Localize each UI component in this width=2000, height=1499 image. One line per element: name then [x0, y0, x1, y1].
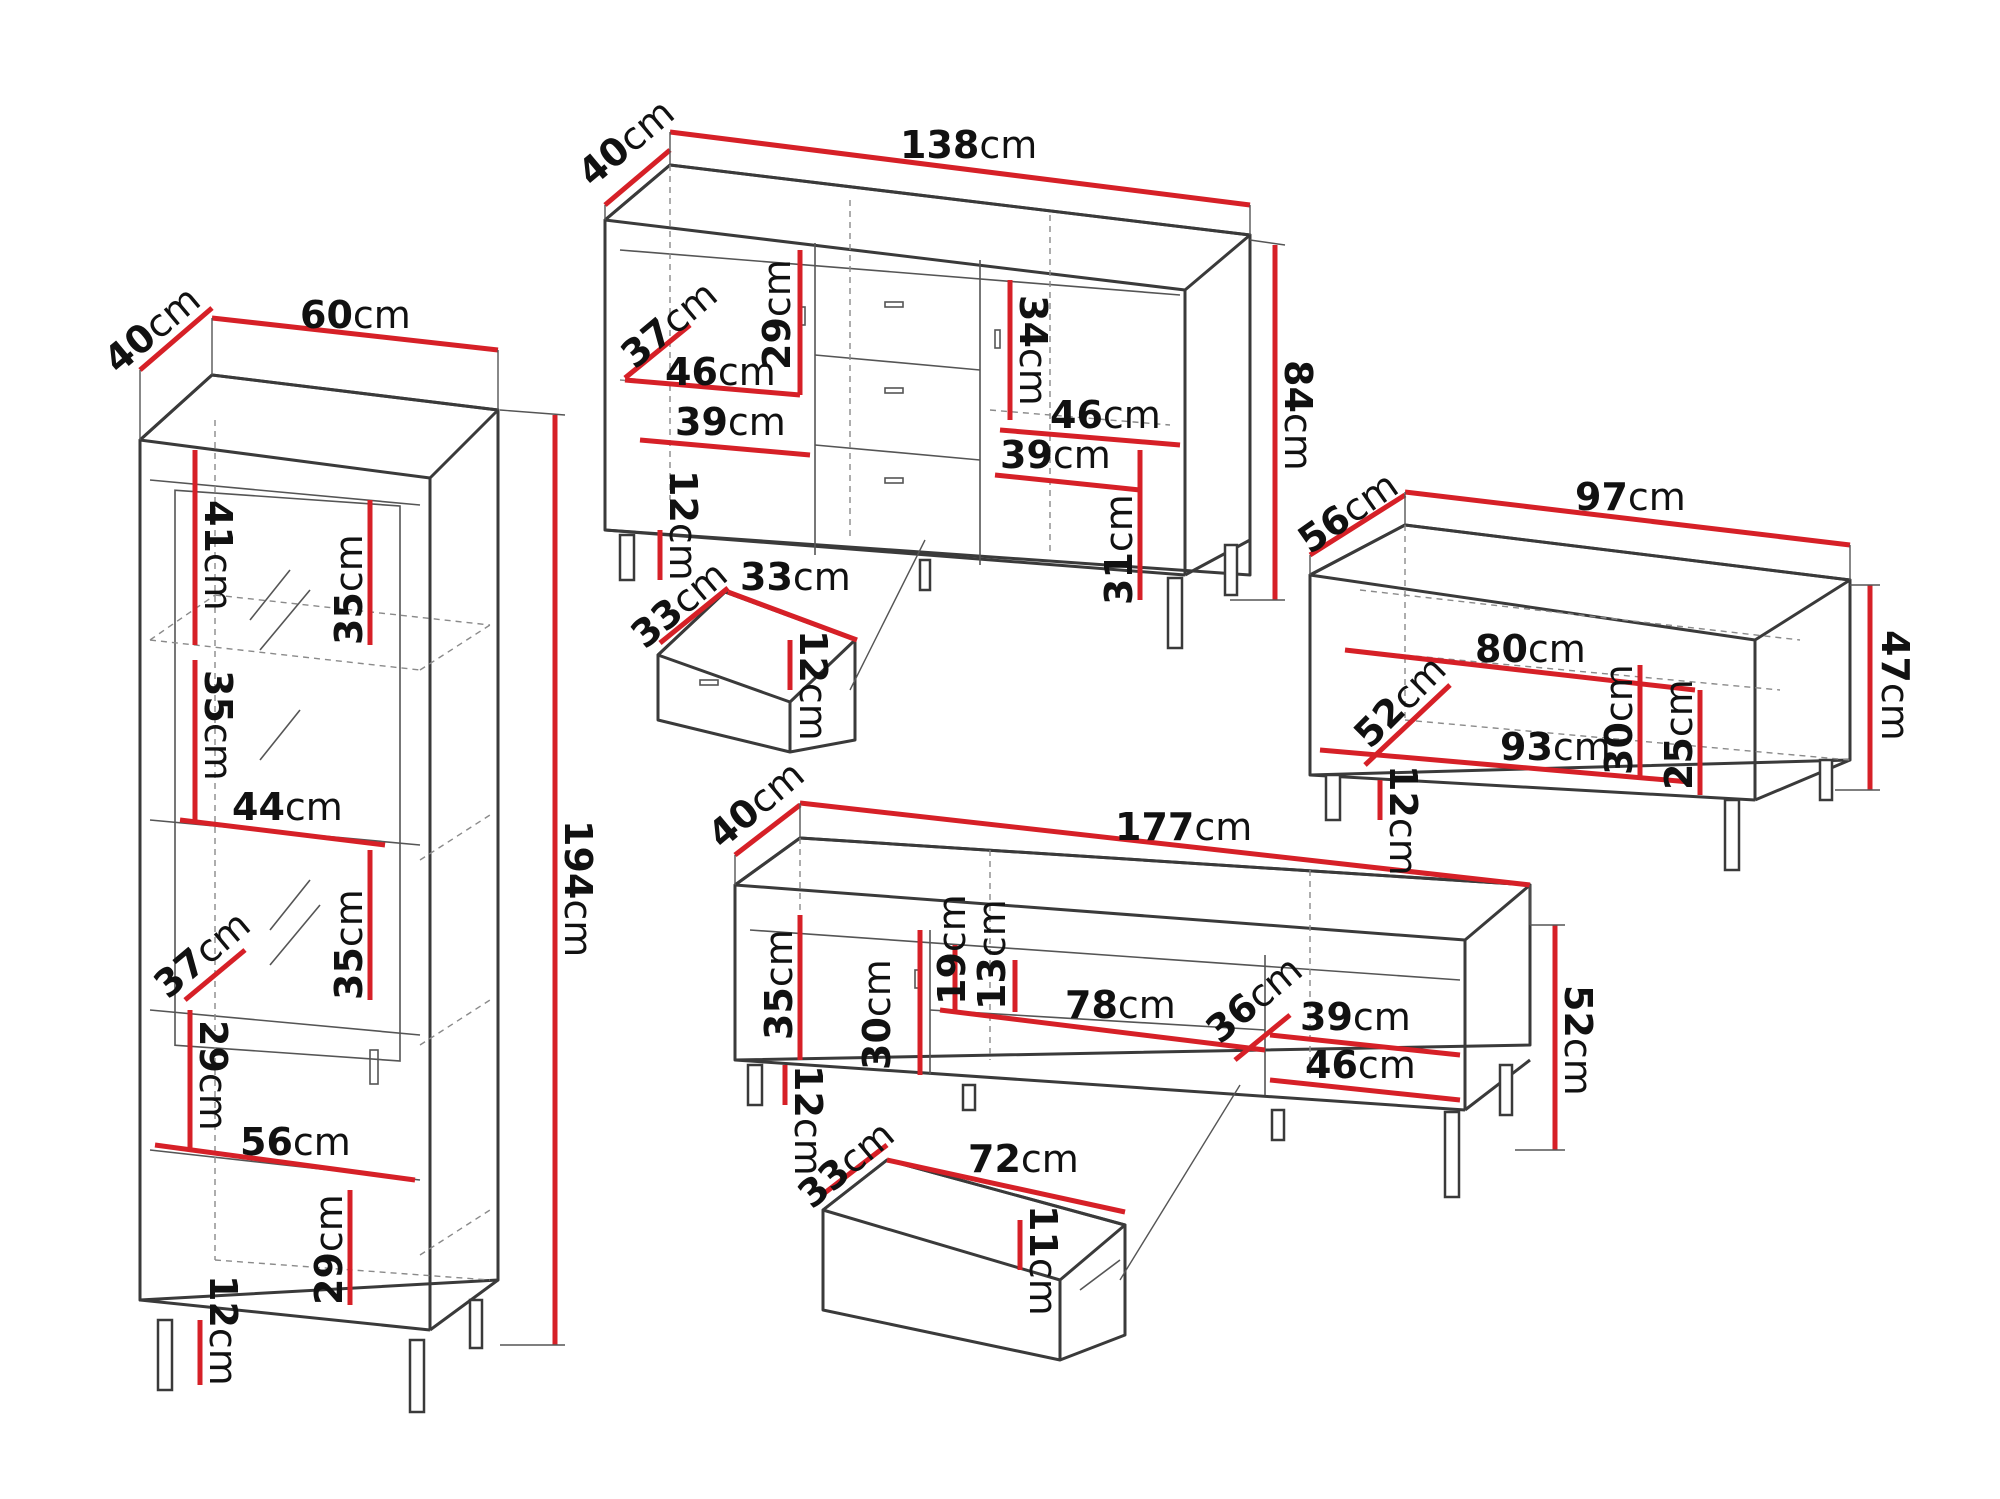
table-inner-width-label: 80cm [1475, 627, 1586, 671]
sideboard-leg-height-label: 12cm [661, 470, 705, 581]
vitrine-width-label: 60cm [300, 293, 411, 337]
table-leg-height-label: 12cm [1381, 765, 1425, 876]
tv-niche-b-label: 13cm [970, 899, 1014, 1010]
table-inner-lower-width-label: 93cm [1500, 725, 1611, 769]
table-depth-label: 56cm [1290, 463, 1406, 563]
tv-leg-height-label: 12cm [786, 1065, 830, 1176]
table-width-label: 97cm [1575, 475, 1686, 519]
tv-niche-a-label: 19cm [930, 894, 974, 1005]
sideboard-drawer-height-label: 12cm [791, 630, 835, 741]
table-height-label: 47cm [1873, 630, 1917, 741]
sideboard-height-label: 84cm [1276, 360, 1320, 471]
vitrine-glass-mid-label: 35cm [196, 670, 240, 781]
vitrine-outer-width-label: 56cm [240, 1120, 351, 1164]
dimension-lines [138, 129, 1873, 1385]
tv-height-label: 52cm [1556, 985, 1600, 1096]
tv-drawer-width-label: 78cm [1065, 983, 1176, 1027]
tv-drawer-height-label: 11cm [1021, 1205, 1065, 1316]
vitrine-drawing [138, 373, 500, 1414]
vitrine-depth-label: 40cm [96, 277, 209, 382]
table-inner-depth-label: 52cm [1345, 647, 1454, 756]
vitrine-glass-lower-label: 35cm [327, 889, 371, 1000]
sideboard-right-shelf-label: 34cm [1011, 295, 1055, 406]
tv-width-label: 177cm [1115, 805, 1252, 849]
tv-drawer-outer-width-label: 72cm [968, 1137, 1079, 1181]
sideboard-left-shelf-label: 29cm [755, 259, 799, 370]
sideboard-drawing [603, 163, 1252, 754]
vitrine-bottom-height-label: 29cm [307, 1194, 351, 1305]
vitrine-glass-upper-label: 35cm [327, 534, 371, 645]
vitrine-inner-width-label: 44cm [232, 785, 343, 829]
sideboard-right-lower-height-label: 31cm [1097, 494, 1141, 605]
sideboard-right-width-label: 46cm [1050, 393, 1161, 437]
dimension-labels: 40cm 60cm 194cm 41cm 35cm 35cm 44cm 35cm… [96, 90, 1917, 1386]
tv-right-width-a-label: 39cm [1300, 995, 1411, 1039]
table-inner-height-label: 30cm [1597, 664, 1641, 775]
tv-mid-height-label: 30cm [855, 959, 899, 1070]
extension-lines [139, 132, 1880, 1346]
sideboard-left-width-label: 46cm [665, 350, 776, 394]
sideboard-depth-label: 40cm [570, 90, 683, 195]
tv-right-width-b-label: 46cm [1305, 1043, 1416, 1087]
tv-stand-drawing [733, 836, 1532, 1362]
vitrine-leg-height-label: 12cm [201, 1275, 245, 1386]
vitrine-height-label: 194cm [556, 820, 600, 957]
sideboard-drawer-width-label: 33cm [740, 555, 851, 599]
sideboard-right-lower-width-label: 39cm [1000, 433, 1111, 477]
vitrine-door-height-label: 29cm [191, 1020, 235, 1131]
table-shelf-height-label: 25cm [1657, 679, 1701, 790]
sideboard-width-label: 138cm [900, 123, 1037, 167]
vitrine-glass-shelf-label: 41cm [196, 500, 240, 611]
tv-left-height-label: 35cm [757, 929, 801, 1040]
sideboard-left-lower-width-label: 39cm [675, 400, 786, 444]
